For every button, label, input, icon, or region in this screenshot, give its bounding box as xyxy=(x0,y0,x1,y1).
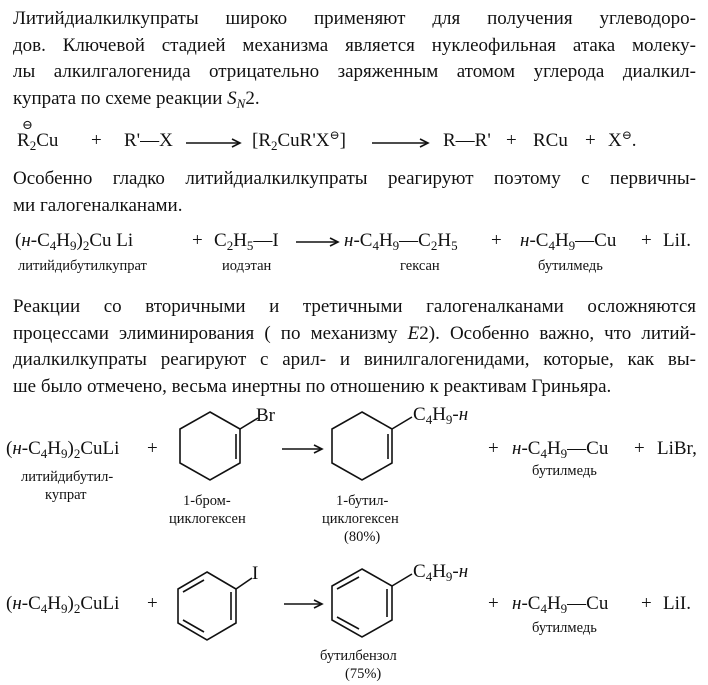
reaction-arrow xyxy=(282,444,324,454)
r2cu-reagent: R2Cu xyxy=(17,130,59,153)
butyl-substituent: C4H9-н xyxy=(413,404,469,427)
text-line: Реакции со вторичными и третичными галог… xyxy=(13,296,696,317)
iodoethane: C2H5—I xyxy=(214,230,279,253)
plus-sign: + xyxy=(641,230,652,251)
caption-reagent-line2: купрат xyxy=(45,487,87,503)
caption-hexane: гексан xyxy=(400,258,440,274)
plus-sign: + xyxy=(585,130,596,151)
text-line: Литийдиалкилкупраты широко применяют для… xyxy=(13,8,696,29)
butyl-substituent: C4H9-н xyxy=(413,561,469,584)
butylcyclohexene-ring xyxy=(331,411,413,481)
caption-bromocyclohexene-line1: 1-бром- xyxy=(183,493,231,509)
plus-sign: + xyxy=(147,593,158,614)
lithium-dibutylcuprate: (н-C4H9)2Cu Li xyxy=(15,230,134,253)
plus-sign: + xyxy=(634,438,645,459)
caption-iodoethane: иодэтан xyxy=(222,258,272,274)
transition-complex: [R2CuR'X⊖] xyxy=(252,128,346,153)
caption-butylcopper: бутилмедь xyxy=(532,463,597,479)
lithium-iodide: LiI. xyxy=(663,230,691,251)
text-line: ше было отмечено, весьма инертны по отно… xyxy=(13,375,612,397)
text-line: дов. Ключевой стадией механизма является… xyxy=(13,34,696,56)
plus-sign: + xyxy=(91,130,102,151)
plus-sign: + xyxy=(192,230,203,251)
hexane: н-C4H9—C2H5 xyxy=(344,230,458,253)
iodobenzene-ring xyxy=(177,571,253,641)
plus-sign: + xyxy=(147,438,158,459)
text-line: лы алкилгалогенида отрицательно заряженн… xyxy=(13,61,696,82)
reaction-arrow xyxy=(284,599,324,609)
butylcopper: н-C4H9—Cu xyxy=(512,438,609,461)
plus-sign: + xyxy=(641,593,652,614)
lithium-bromide: LiBr, xyxy=(657,438,697,459)
text-line: Особенно гладко литийдиалкилкупраты реаг… xyxy=(13,168,696,189)
text-line: процессами элиминирования ( по механизму… xyxy=(13,322,696,344)
alkyl-halide: R'—X xyxy=(124,130,173,151)
carbanion-charge: ⊖ xyxy=(22,117,33,132)
caption-butylcyclohexene-line2: циклогексен xyxy=(322,511,399,527)
caption-butylcyclohexene-line1: 1-бутил- xyxy=(336,493,389,509)
paragraph-primary-halides: Особенно гладко литийдиалкилкупраты реаг… xyxy=(13,166,696,219)
caption-reagent: литийдибутилкупрат xyxy=(18,258,147,274)
lithium-dibutylcuprate: (н-C4H9)2CuLi xyxy=(6,438,120,461)
butylcopper: н-C4H9—Cu xyxy=(512,593,609,616)
iodine-label: I xyxy=(252,563,259,584)
reaction-arrow xyxy=(372,138,430,148)
reaction-arrow xyxy=(296,237,340,247)
caption-butylbenzene: бутилбензол xyxy=(320,648,397,664)
bromocyclohexene-ring xyxy=(179,411,259,481)
sn-symbol: S xyxy=(227,87,237,109)
text-line: ми галогеналканами. xyxy=(13,194,183,216)
caption-reagent-line1: литийдибутил- xyxy=(21,469,114,485)
caption-yield: (80%) xyxy=(344,529,381,545)
paragraph-intro: Литийдиалкилкупраты широко применяют для… xyxy=(13,6,696,112)
butylbenzene-ring xyxy=(331,568,413,638)
plus-sign: + xyxy=(506,130,517,151)
lithium-iodide: LiI. xyxy=(663,593,691,614)
plus-sign: + xyxy=(488,593,499,614)
halide-ion: X⊖. xyxy=(608,128,637,151)
reaction-arrow xyxy=(186,138,242,148)
lithium-dibutylcuprate: (н-C4H9)2CuLi xyxy=(6,593,120,616)
plus-sign: + xyxy=(488,438,499,459)
caption-yield: (75%) xyxy=(345,666,382,682)
rcu-product: RCu xyxy=(533,130,568,151)
bromine-label: Br xyxy=(256,405,275,426)
text-line: диалкилкупраты реагируют с арил- и винил… xyxy=(13,349,696,370)
coupling-product: R—R' xyxy=(443,130,491,151)
butylcopper: н-C4H9—Cu xyxy=(520,230,617,253)
caption-butylcopper: бутилмедь xyxy=(532,620,597,636)
plus-sign: + xyxy=(491,230,502,251)
text-line: купрата по схеме реакции SN2. xyxy=(13,87,260,111)
caption-bromocyclohexene-line2: циклогексен xyxy=(169,511,246,527)
caption-butylcopper: бутилмедь xyxy=(538,258,603,274)
paragraph-elimination: Реакции со вторичными и третичными галог… xyxy=(13,294,696,400)
